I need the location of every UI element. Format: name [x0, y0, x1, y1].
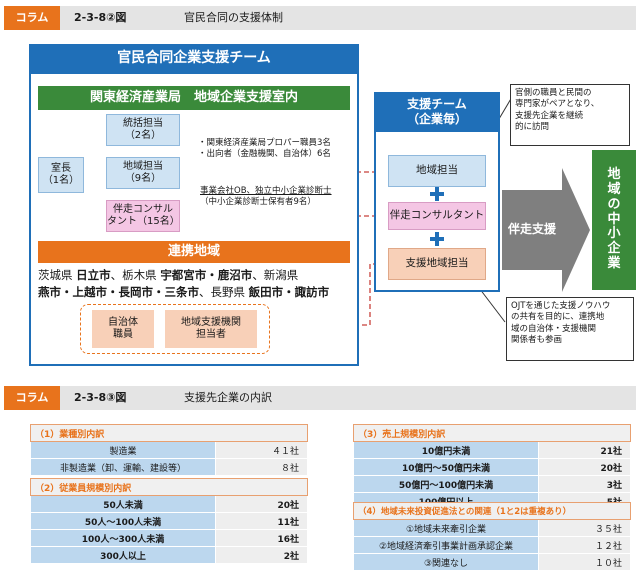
support-regional-support-box: 支援地域担当 [388, 248, 486, 280]
regional-manager-box: 地域担当（9名） [106, 157, 180, 189]
ojt-note: OJTを通じた支援ノウハウ の共有を目的に、連携地 域の自治体・支援機関 関係者… [506, 297, 634, 361]
table-title: （1）業種別内訳 [30, 424, 308, 442]
figure-title: 支援先企業の内訳 [184, 391, 272, 404]
table-title: （2）従業員規模別内訳 [30, 478, 308, 496]
bureau-banner: 関東経済産業局 地域企業支援室内 [38, 86, 350, 110]
consultant-box: 伴走コンサルタント（15名） [106, 200, 180, 232]
local-org-staff-box: 地域支援機関担当者 [165, 310, 257, 348]
plus-icon [430, 187, 444, 201]
table-title: （3）売上規模別内訳 [353, 424, 631, 442]
regional-note: ・関東経済産業局プロパー職員3名 ・出向者（金融機関、自治体）6名 [198, 138, 331, 160]
chief-box: 室長（1名） [38, 157, 84, 193]
support-consultant-box: 伴走コンサルタント [388, 202, 486, 230]
figure-number: 2-3-8③図 [74, 391, 127, 404]
pair-visit-note: 官側の職員と民間の 専門家がペアとなり、 支援先企業を継続 的に訪問 [510, 84, 630, 146]
general-manager-box: 統括担当（2名） [106, 114, 180, 146]
region-banner: 連携地域 [38, 241, 350, 263]
local-gov-staff-box: 自治体職員 [92, 310, 154, 348]
column-tag: コラム [4, 6, 60, 30]
accompany-support-arrow [502, 168, 590, 292]
figure-title: 官民合同の支援体制 [184, 11, 283, 24]
arrow-label: 伴走支援 [508, 222, 557, 236]
figure-number: 2-3-8②図 [74, 11, 127, 24]
column-header-1: コラム 2-3-8②図 官民合同の支援体制 [4, 6, 636, 30]
region-line-1: 茨城県 日立市、栃木県 宇都宮市・鹿沼市、新潟県 [38, 268, 299, 282]
column-tag: コラム [4, 386, 60, 410]
consultant-note: 事業会社OB、独立中小企業診断士 （中小企業診断士保有者9名） [200, 186, 332, 208]
column-header-2: コラム 2-3-8③図 支援先企業の内訳 [4, 386, 636, 410]
support-team-title: 支援チーム（企業毎） [374, 92, 500, 132]
support-regional-box: 地域担当 [388, 155, 486, 187]
team-title: 官民合同企業支援チーム [29, 44, 359, 74]
local-participants-group [80, 304, 270, 354]
region-line-2: 燕市・上越市・長岡市・三条市、長野県 飯田市・諏訪市 [38, 285, 330, 299]
table-row: 非製造業（卸、運輸、建設等）８社 [30, 458, 308, 476]
table-title: （4）地域未来投資促進法との関連（1と2は重複あり） [353, 502, 631, 520]
plus-icon [430, 232, 444, 246]
target-sme-box: 地 域 の 中 小 企 業 [592, 150, 636, 290]
